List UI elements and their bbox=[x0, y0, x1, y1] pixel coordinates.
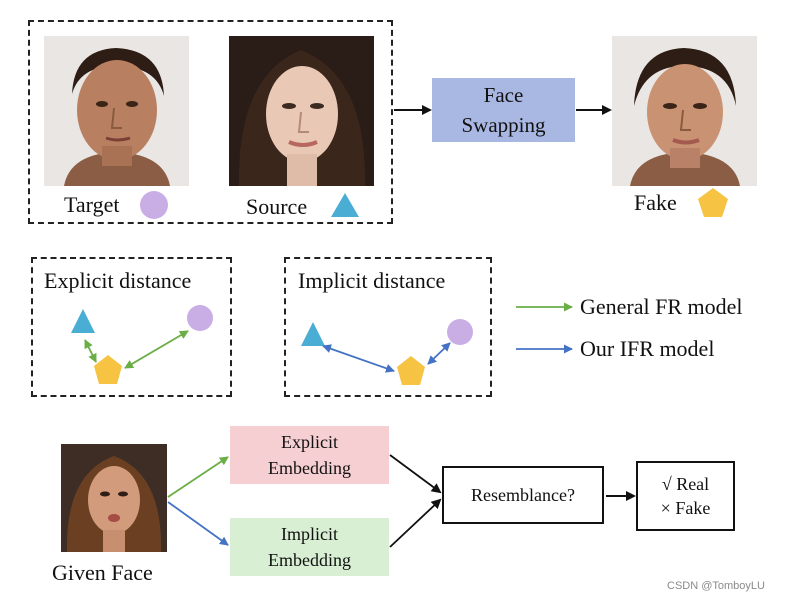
arrow-face-to-implicit bbox=[167, 501, 229, 546]
target-label: Target bbox=[64, 192, 120, 217]
implicit-embedding-box: Implicit Embedding bbox=[230, 518, 389, 576]
watermark: CSDN @TomboyLU bbox=[667, 580, 765, 592]
explicit-circle-icon bbox=[187, 305, 213, 331]
target-face-image bbox=[44, 36, 189, 186]
explicit-embedding-line1: Explicit bbox=[281, 432, 338, 452]
explicit-green-arrow-2 bbox=[124, 330, 189, 369]
given-face-image bbox=[61, 444, 167, 552]
result-real: √ Real bbox=[661, 474, 710, 494]
given-face-label: Given Face bbox=[52, 560, 153, 585]
explicit-distance-panel bbox=[31, 257, 232, 397]
explicit-distance-title: Explicit distance bbox=[44, 268, 192, 293]
explicit-embedding-line2: Embedding bbox=[268, 458, 351, 478]
source-face-image bbox=[229, 36, 374, 186]
legend-general-fr-label: General FR model bbox=[580, 294, 743, 319]
source-triangle-icon bbox=[331, 193, 359, 217]
explicit-green-arrow-1 bbox=[84, 339, 97, 363]
result-fake: × Fake bbox=[660, 498, 711, 518]
implicit-circle-icon bbox=[447, 319, 473, 345]
resemblance-label: Resemblance? bbox=[471, 484, 575, 505]
explicit-pentagon-icon bbox=[94, 355, 122, 384]
arrow-explicit-to-resemblance bbox=[389, 454, 442, 494]
implicit-blue-arrow-1 bbox=[322, 344, 395, 373]
implicit-pentagon-icon bbox=[397, 356, 425, 385]
explicit-triangle-icon bbox=[71, 309, 95, 333]
legend-our-ifr-label: Our IFR model bbox=[580, 336, 715, 361]
fake-label: Fake bbox=[634, 190, 677, 215]
input-faces-group bbox=[28, 20, 393, 224]
explicit-embedding-box: Explicit Embedding bbox=[230, 426, 389, 484]
arrow-face-to-explicit bbox=[167, 456, 229, 498]
fake-face-image bbox=[612, 36, 757, 186]
result-box: √ Real × Fake bbox=[636, 461, 735, 531]
implicit-embedding-line2: Embedding bbox=[268, 550, 351, 570]
face-swapping-line1: Face bbox=[483, 83, 524, 107]
implicit-embedding-line1: Implicit bbox=[281, 524, 338, 544]
resemblance-box: Resemblance? bbox=[442, 466, 604, 524]
source-label: Source bbox=[246, 194, 308, 219]
arrow-implicit-to-resemblance bbox=[389, 498, 442, 548]
implicit-blue-arrow-2 bbox=[427, 342, 451, 365]
target-circle-icon bbox=[140, 191, 168, 219]
fake-pentagon-icon bbox=[698, 188, 728, 217]
implicit-distance-title: Implicit distance bbox=[298, 268, 446, 293]
face-swapping-box: Face Swapping bbox=[432, 78, 575, 142]
face-swapping-line2: Swapping bbox=[461, 113, 546, 137]
implicit-triangle-icon bbox=[301, 322, 325, 346]
implicit-distance-panel bbox=[284, 257, 492, 397]
